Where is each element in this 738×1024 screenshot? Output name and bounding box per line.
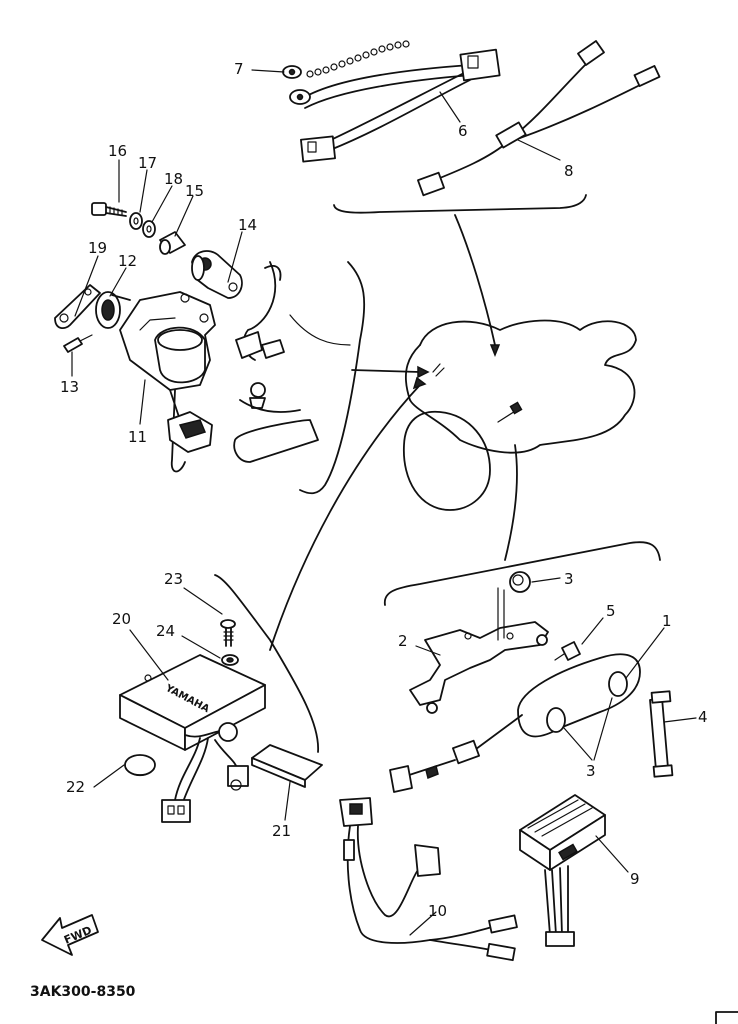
cap-22 bbox=[124, 754, 156, 777]
wire-harness-6 bbox=[299, 48, 501, 163]
callout-21: 21 bbox=[272, 822, 291, 840]
callout-9: 9 bbox=[630, 870, 640, 888]
cylinder-12 bbox=[95, 291, 131, 329]
plate-21 bbox=[251, 744, 323, 788]
tie-strap-beads bbox=[306, 40, 410, 78]
ground-lead-7 bbox=[282, 65, 311, 105]
screw-13 bbox=[63, 334, 93, 353]
cdi-unit-20 bbox=[119, 654, 266, 751]
callout-20: 20 bbox=[112, 610, 131, 628]
group-bracket-left bbox=[214, 574, 319, 753]
wire-harness-10 bbox=[339, 797, 518, 962]
key-19 bbox=[54, 284, 101, 330]
grommet-3-top bbox=[509, 571, 531, 593]
screw-5 bbox=[554, 641, 581, 661]
callout-17: 17 bbox=[138, 154, 157, 172]
group-bracket-top bbox=[333, 194, 587, 214]
callout-1: 1 bbox=[662, 612, 672, 630]
fwd-arrow-icon bbox=[41, 914, 99, 956]
washer-24 bbox=[221, 654, 239, 666]
callout-4: 4 bbox=[698, 708, 708, 726]
callout-8: 8 bbox=[564, 162, 574, 180]
callout-12: 12 bbox=[118, 252, 137, 270]
collar-15 bbox=[159, 231, 186, 255]
frame-section bbox=[233, 261, 366, 495]
washer-17 bbox=[129, 212, 143, 230]
callout-7: 7 bbox=[234, 60, 244, 78]
callout-11: 11 bbox=[128, 428, 147, 446]
band-4 bbox=[649, 690, 674, 778]
harness-stub bbox=[389, 714, 523, 793]
callout-16: 16 bbox=[108, 142, 127, 160]
main-switch-assembly bbox=[119, 291, 216, 473]
drawing-code: 3AK300-8350 bbox=[30, 984, 136, 1000]
callout-19: 19 bbox=[88, 239, 107, 257]
callout-18: 18 bbox=[164, 170, 183, 188]
callout-3-bottom: 3 bbox=[586, 762, 596, 780]
callout-24: 24 bbox=[156, 622, 175, 640]
callouts: 7 6 8 16 17 18 15 14 19 12 13 11 3 2 5 1… bbox=[60, 60, 708, 920]
callout-14: 14 bbox=[238, 216, 257, 234]
callout-6: 6 bbox=[458, 122, 468, 140]
bolt-16 bbox=[91, 202, 127, 217]
callout-10: 10 bbox=[428, 902, 447, 920]
bracket-2 bbox=[409, 587, 549, 714]
washer-18 bbox=[142, 220, 156, 238]
corner-mark bbox=[715, 1011, 738, 1024]
cover-1 bbox=[517, 653, 641, 738]
cdi-harness bbox=[161, 722, 249, 823]
bolt-23 bbox=[220, 619, 236, 647]
motorcycle-outline bbox=[403, 319, 637, 511]
callout-2: 2 bbox=[398, 632, 408, 650]
callout-5: 5 bbox=[606, 602, 616, 620]
leader-lines bbox=[71, 69, 697, 936]
lead-wire-8 bbox=[417, 40, 661, 197]
callout-3-top: 3 bbox=[564, 570, 574, 588]
connector-lines bbox=[269, 214, 518, 651]
bracket-14 bbox=[191, 250, 243, 299]
callout-22: 22 bbox=[66, 778, 85, 796]
callout-23: 23 bbox=[164, 570, 183, 588]
callout-15: 15 bbox=[185, 182, 204, 200]
callout-13: 13 bbox=[60, 378, 79, 396]
rectifier-regulator-9 bbox=[519, 794, 606, 947]
group-bracket-right bbox=[384, 541, 661, 606]
